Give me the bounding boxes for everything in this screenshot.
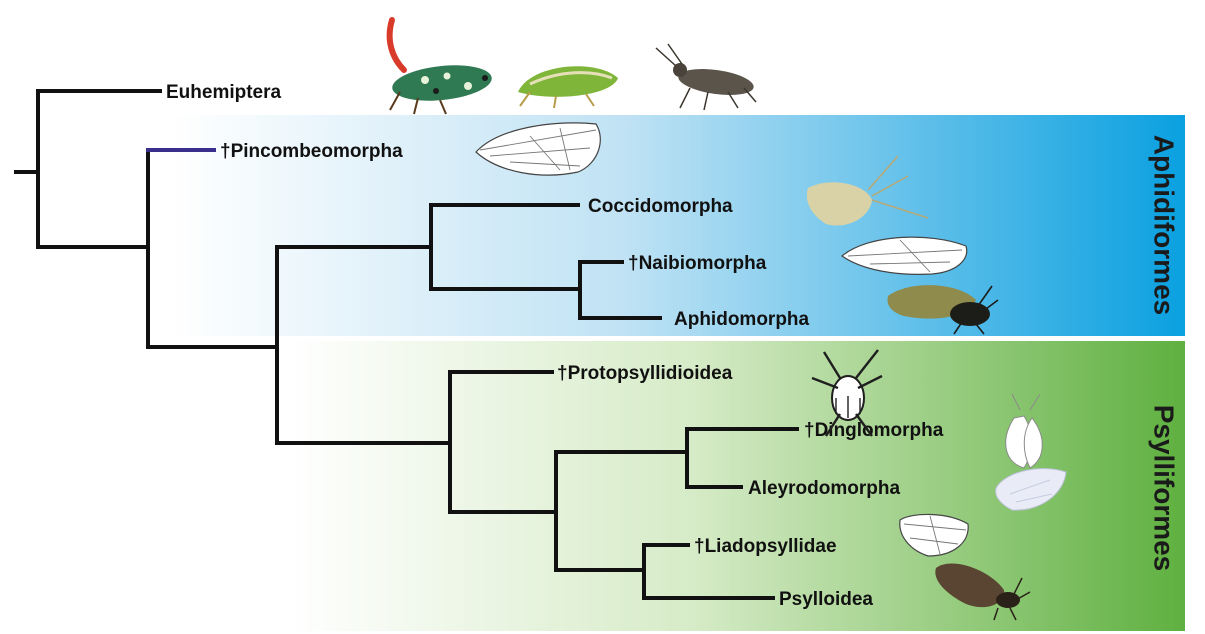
bug-icon (656, 44, 756, 110)
taxon-protopsyllidioidea: †Protopsyllidioidea (557, 363, 733, 384)
taxon-aphidomorpha: Aphidomorpha (674, 309, 810, 330)
taxon-aleyrodomorpha: Aleyrodomorpha (748, 478, 900, 499)
taxon-euhemiptera: Euhemiptera (166, 82, 282, 103)
taxon-coccidomorpha: Coccidomorpha (588, 196, 733, 217)
taxon-psylloidea: Psylloidea (779, 589, 873, 610)
lanternfly-icon (390, 20, 494, 114)
psylliformes-label: Psylliformes (1149, 405, 1180, 572)
taxon-pincombeomorpha: †Pincombeomorpha (220, 141, 403, 162)
taxon-dinglomorpha: †Dinglomorpha (804, 420, 944, 441)
leafhopper-icon (518, 66, 618, 108)
aphidiformes-label: Aphidiformes (1149, 135, 1180, 315)
taxon-liadopsyllidae: †Liadopsyllidae (694, 536, 837, 557)
taxon-naibiomorpha: †Naibiomorpha (628, 253, 767, 274)
